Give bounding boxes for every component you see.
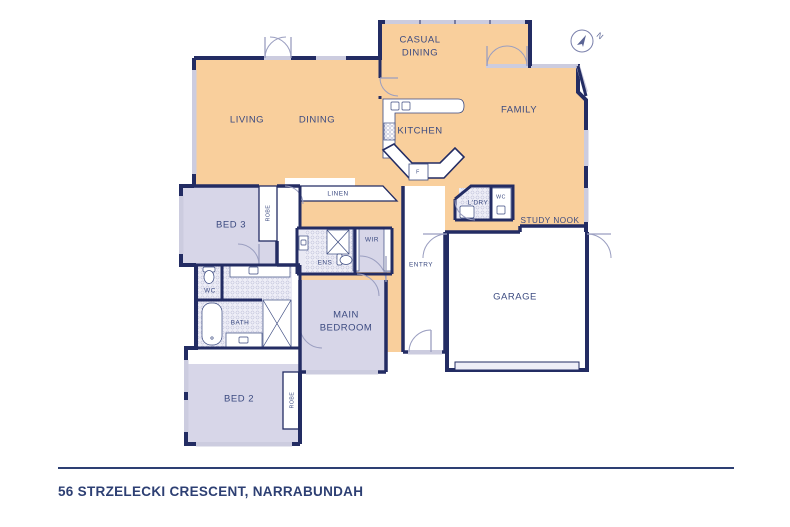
wall-entry xyxy=(401,186,447,354)
label-ens: ENS xyxy=(318,260,333,267)
laundry-wc-box xyxy=(490,187,512,220)
room-labels: LIVING DINING CASUAL DINING KITCHEN FAMI… xyxy=(204,35,579,409)
robe-bed3-box xyxy=(258,185,278,242)
shower-ens-icon xyxy=(326,229,350,255)
label-bed-2: BED 2 xyxy=(224,394,254,405)
kitchen-sink-left xyxy=(390,101,400,111)
garage-fill xyxy=(447,232,587,370)
ens-basin xyxy=(300,239,307,246)
compass-icon: N xyxy=(570,29,605,53)
wir-shelf-right xyxy=(383,228,392,272)
label-robe-bed3: ROBE xyxy=(265,205,271,222)
wall-ens-wir xyxy=(295,226,394,276)
window-living-left xyxy=(192,70,197,174)
door-swing-living-a xyxy=(264,36,287,59)
door-opening-living-top xyxy=(264,56,291,60)
fridge-box xyxy=(408,163,429,181)
living-zone-fill xyxy=(194,22,586,352)
door-swing-study-ext xyxy=(586,233,612,259)
label-linen: LINEN xyxy=(327,191,348,198)
wall-family-diag xyxy=(576,65,588,97)
kitchen-sink-right xyxy=(401,101,411,111)
label-main-bedroom-line1: MAIN xyxy=(333,310,359,321)
label-garage: GARAGE xyxy=(493,292,537,303)
label-wc-laundry: WC xyxy=(496,194,506,200)
label-dining: DINING xyxy=(299,115,335,126)
title-divider xyxy=(58,467,734,469)
label-robe-bed2: ROBE xyxy=(289,392,295,409)
window-bed3-left xyxy=(179,196,184,254)
door-opening-family-top xyxy=(486,64,528,68)
wir-fill xyxy=(352,228,392,272)
window-entry-bottom xyxy=(408,350,442,355)
bathtub-icon xyxy=(201,302,223,346)
window-bed2-bottom xyxy=(196,442,292,447)
bath-vanity-top xyxy=(229,264,291,278)
window-family-east-2 xyxy=(584,188,589,222)
window-family-east-1 xyxy=(584,130,589,166)
laundry-wc-basin xyxy=(496,205,506,215)
label-fridge: F xyxy=(416,169,420,175)
walls xyxy=(179,20,612,447)
door-swing-entry-front xyxy=(408,329,432,353)
door-swing-casual xyxy=(379,77,399,97)
door-swing-laundry xyxy=(454,199,476,221)
garage-door xyxy=(454,361,580,371)
label-bed-3: BED 3 xyxy=(216,220,246,231)
label-study-nook: STUDY NOOK xyxy=(521,216,580,225)
bed2-fill xyxy=(186,364,300,444)
bed3-fill xyxy=(181,186,277,265)
door-swing-living-b xyxy=(269,36,292,59)
label-wc-main: WC xyxy=(204,288,216,295)
property-address-title: 56 STRZELECKI CRESCENT, NARRABUNDAH xyxy=(58,484,364,499)
label-laundry: L'DRY xyxy=(468,200,489,207)
label-casual-dining-line2: DINING xyxy=(402,48,438,59)
door-swing-ens xyxy=(356,273,380,297)
window-main-bedroom-bottom xyxy=(306,370,378,375)
window-bed2-left xyxy=(184,360,189,392)
door-swing-linen xyxy=(284,185,304,205)
window-dining-top xyxy=(316,56,346,60)
window-bed2-left-2 xyxy=(184,400,189,432)
wall-laundry xyxy=(453,184,515,222)
label-family: FAMILY xyxy=(501,105,537,116)
label-wir: WIR xyxy=(365,237,379,244)
compass-north-label: N xyxy=(595,31,605,42)
label-casual-dining-line1: CASUAL xyxy=(399,35,440,46)
label-living: LIVING xyxy=(230,115,264,126)
main-bedroom-fill xyxy=(300,280,386,372)
label-kitchen: KITCHEN xyxy=(397,126,442,137)
label-bath: BATH xyxy=(231,320,250,327)
wall-study-nook xyxy=(445,224,586,234)
toilet-ens-icon xyxy=(336,253,353,266)
bath-basin xyxy=(248,266,259,275)
toilet-main-icon xyxy=(202,266,216,284)
laundry-tub-icon xyxy=(459,205,475,219)
shower-main-icon xyxy=(262,299,292,348)
label-entry: ENTRY xyxy=(409,262,433,269)
bath-basin-2 xyxy=(238,336,249,344)
kitchen-cooktop xyxy=(383,122,396,141)
label-main-bedroom-line2: BEDROOM xyxy=(320,323,373,334)
